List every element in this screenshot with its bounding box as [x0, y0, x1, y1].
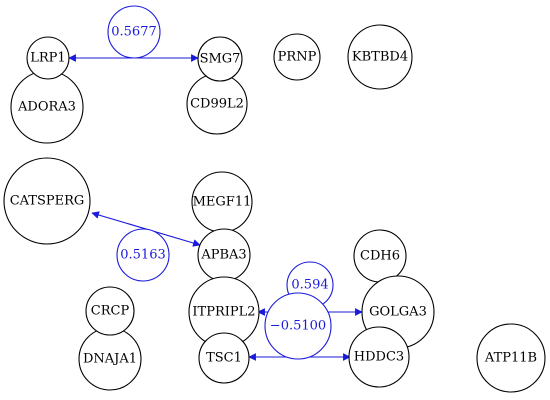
node-label: HDDC3	[354, 350, 404, 365]
node-label: CDH6	[360, 249, 400, 264]
node-cd99l2[interactable]: CD99L2	[186, 73, 248, 135]
node-adora3[interactable]: ADORA3	[10, 70, 84, 144]
node-kbtbd4[interactable]: KBTBD4	[347, 24, 413, 90]
node-label: MEGF11	[193, 195, 252, 210]
node-catsperg[interactable]: CATSPERG	[3, 157, 91, 245]
node-hddc3[interactable]: HDDC3	[348, 326, 410, 388]
node-crcp[interactable]: CRCP	[85, 286, 135, 336]
edge-weight-label: 0.5677	[111, 25, 157, 40]
edge-weight-catsperg-apba3: 0.5163	[116, 228, 170, 282]
edge-weight-label: 0.5163	[120, 248, 166, 263]
node-lrp1[interactable]: LRP1	[26, 36, 70, 80]
edge-weight-tsc1-hddc3: −0.5100	[264, 292, 332, 360]
node-prnp[interactable]: PRNP	[273, 33, 321, 81]
node-atp11b[interactable]: ATP11B	[476, 323, 546, 393]
node-cdh6[interactable]: CDH6	[353, 229, 407, 283]
node-label: CRCP	[91, 304, 130, 319]
node-megf11[interactable]: MEGF11	[191, 171, 253, 233]
node-label: DNAJA1	[83, 352, 137, 367]
node-label: ADORA3	[17, 100, 76, 115]
node-label: CATSPERG	[10, 194, 85, 209]
node-tsc1[interactable]: TSC1	[198, 332, 250, 384]
node-apba3[interactable]: APBA3	[197, 228, 251, 282]
edge-weights: 0.5677 0.5163 0.594 −0.5100	[107, 5, 334, 360]
node-itpripl2[interactable]: ITPRIPL2	[188, 276, 260, 348]
node-label: APBA3	[200, 248, 246, 263]
node-label: TSC1	[206, 351, 242, 366]
node-dnaja1[interactable]: DNAJA1	[78, 327, 142, 391]
node-label: GOLGA3	[369, 305, 427, 320]
node-label: PRNP	[278, 50, 317, 65]
node-smg7[interactable]: SMG7	[197, 36, 243, 82]
edge-weight-label: 0.594	[291, 278, 328, 293]
edge-weight-lrp1-smg7: 0.5677	[107, 5, 161, 59]
node-label: CD99L2	[190, 97, 244, 112]
node-label: SMG7	[200, 52, 241, 67]
edge-weight-label: −0.5100	[270, 319, 326, 334]
nodes: ADORA3 LRP1 CD99L2 SMG7 PRNP KBTBD4 CATS…	[3, 24, 546, 393]
node-label: ATP11B	[484, 351, 537, 366]
node-label: KBTBD4	[352, 50, 408, 65]
node-label: LRP1	[30, 51, 65, 66]
node-label: ITPRIPL2	[192, 305, 255, 320]
